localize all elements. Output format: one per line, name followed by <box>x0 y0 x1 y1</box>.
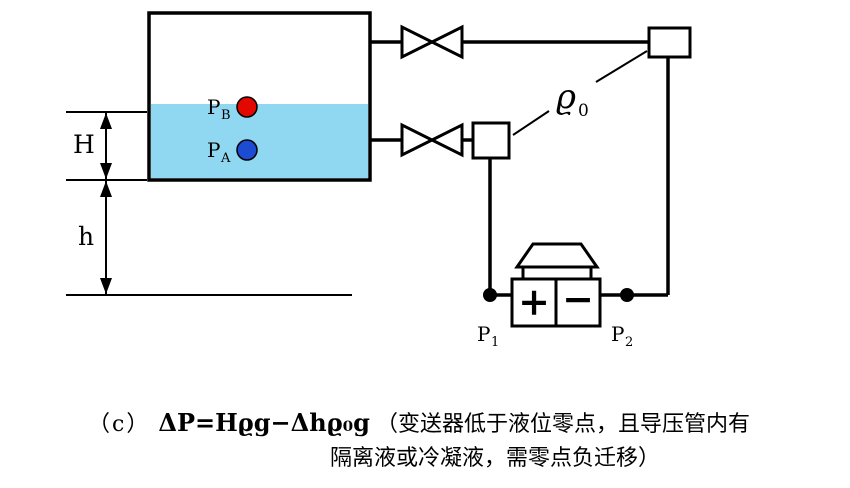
middle-condensate-pot <box>471 121 511 160</box>
density-leader-line <box>512 110 550 136</box>
tank-outline <box>147 11 372 182</box>
density-label: ϱ <box>556 77 576 117</box>
caption-index: （c） <box>88 412 151 437</box>
dimension-arrow-up-icon <box>100 181 112 197</box>
p2-label: P <box>611 322 624 346</box>
pb-marker-dot <box>236 96 258 118</box>
p1-label-subscript: 1 <box>491 335 499 350</box>
pa-marker-dot <box>236 139 258 161</box>
top-valve-icon <box>428 24 464 60</box>
dimension-arrow-down-icon <box>100 163 112 179</box>
p1-label: P <box>477 322 490 346</box>
density-label-subscript: 0 <box>578 101 589 121</box>
p2-junction-dot <box>620 288 634 302</box>
pa-label-subscript: A <box>220 151 231 166</box>
top-valve-icon <box>400 24 436 60</box>
pb-label-subscript: B <box>221 108 231 123</box>
pa-label: P <box>207 138 220 162</box>
transmitter-cap <box>514 242 600 269</box>
caption-note-line2: 隔离液或冷凝液，需零点负迁移） <box>330 446 661 471</box>
p1-junction-dot <box>483 288 497 302</box>
top-condensate-pot <box>647 26 692 59</box>
low-pressure-chamber-sign: − <box>562 276 594 321</box>
dimension-h-label: h <box>78 222 94 251</box>
p2-label-subscript: 2 <box>625 335 633 350</box>
caption-formula: ΔP=Hϱg−Δhϱ₀g <box>158 408 370 437</box>
pb-label: P <box>207 95 220 119</box>
caption-note-line1: （变送器低于液位零点，且导压管内有 <box>375 412 750 437</box>
middle-valve-icon <box>400 122 436 158</box>
middle-valve-icon <box>428 122 464 158</box>
caption-line-1: （c） ΔP=Hϱg−Δhϱ₀g（变送器低于液位零点，且导压管内有 <box>88 406 750 438</box>
density-leader-line <box>595 50 648 83</box>
tank-liquid-fill <box>151 104 368 178</box>
high-pressure-chamber-sign: + <box>518 279 550 324</box>
dimension-arrow-down-icon <box>100 278 112 294</box>
figure-caption: （c） ΔP=Hϱg−Δhϱ₀g（变送器低于液位零点，且导压管内有 隔离液或冷凝液… <box>0 400 850 488</box>
diagram-canvas: P B P A H h ϱ 0 <box>66 11 692 350</box>
dimension-H-label: H <box>73 130 95 159</box>
dimension-arrow-up-icon <box>100 113 112 129</box>
